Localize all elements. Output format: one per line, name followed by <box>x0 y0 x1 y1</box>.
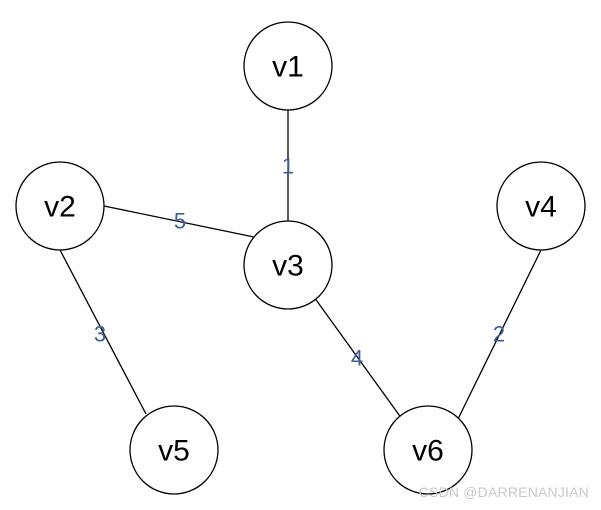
edge-weight-v3-v6: 4 <box>351 346 363 371</box>
node-circle-v5 <box>129 405 219 495</box>
watermark: CSDN @DARRENANJIAN <box>418 484 589 500</box>
node-v5: v5 <box>129 405 219 495</box>
node-v1: v1 <box>243 21 333 111</box>
edge-weight-v2-v5: 3 <box>94 322 106 347</box>
node-label-v1: v1 <box>272 51 304 84</box>
node-circle-v3 <box>243 220 333 310</box>
node-circle-v1 <box>243 21 333 111</box>
node-circle-v6 <box>383 405 473 495</box>
edge-weight-v1-v3: 1 <box>282 154 294 179</box>
edge-v2-v3 <box>103 205 255 238</box>
edge-weights-layer: 1 5 3 4 2 <box>94 154 505 371</box>
node-label-v3: v3 <box>272 250 304 283</box>
nodes-layer: v1 v2 v3 v4 v5 v6 <box>15 21 586 495</box>
edge-weight-v2-v3: 5 <box>174 209 186 234</box>
node-label-v4: v4 <box>525 191 557 224</box>
edge-v4-v6 <box>456 249 542 422</box>
edge-weight-v4-v6: 2 <box>493 322 505 347</box>
node-label-v6: v6 <box>412 435 444 468</box>
node-v4: v4 <box>496 161 586 251</box>
node-circle-v2 <box>15 161 105 251</box>
node-v6: v6 <box>383 405 473 495</box>
edge-v3-v6 <box>313 296 403 420</box>
node-v2: v2 <box>15 161 105 251</box>
node-label-v5: v5 <box>158 435 190 468</box>
edges-layer <box>59 110 542 422</box>
node-circle-v4 <box>496 161 586 251</box>
edge-v2-v5 <box>59 249 147 415</box>
node-v3: v3 <box>243 220 333 310</box>
node-label-v2: v2 <box>44 191 76 224</box>
